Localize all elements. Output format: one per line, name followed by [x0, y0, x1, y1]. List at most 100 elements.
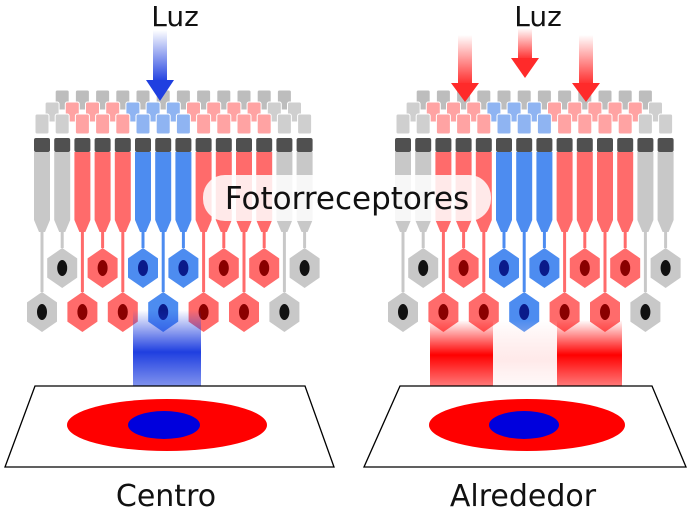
receptor-taper — [34, 220, 50, 232]
receptor-cap — [617, 138, 634, 152]
receptor-cap — [54, 138, 71, 152]
photoreceptor-back — [135, 113, 151, 135]
receptor-nucleus — [600, 304, 610, 320]
center-spot-left — [128, 411, 200, 439]
receptor-outer-segment — [597, 152, 613, 220]
photoreceptor-back — [74, 113, 90, 135]
receptor-outer-segment — [74, 152, 91, 220]
receptor-cap — [516, 138, 533, 152]
receptor-nucleus — [539, 260, 550, 276]
receptor-taper — [536, 220, 553, 232]
light-arrow-icon — [511, 58, 539, 78]
photoreceptor-back — [435, 113, 451, 135]
light-label-right: Luz — [514, 0, 562, 33]
photoreceptors-label-bg — [203, 175, 491, 221]
receptor-nucleus — [660, 260, 671, 276]
receptor-taper — [195, 220, 212, 232]
receptor-taper — [556, 220, 573, 232]
photoreceptor-back — [637, 113, 653, 135]
receptor-cap — [236, 138, 252, 152]
receptor-cap — [536, 138, 553, 152]
receptor-cap — [276, 138, 293, 152]
receptor-outer-segment — [155, 152, 172, 220]
photoreceptor-array-left — [27, 89, 320, 332]
receptor-nucleus — [640, 304, 651, 320]
photoreceptor-back — [95, 113, 111, 135]
photoreceptor-back — [175, 113, 191, 135]
receptor-nucleus — [620, 260, 631, 276]
receptor-outer-segment — [516, 152, 533, 220]
receptor-nucleus — [418, 260, 429, 276]
receptor-nucleus — [519, 304, 530, 320]
receptor-taper — [276, 220, 293, 232]
receptor-taper — [74, 220, 91, 232]
receptor-cap — [94, 138, 111, 152]
receptor-taper — [415, 220, 432, 232]
receptor-taper — [256, 220, 273, 232]
receptor-outer-segment — [536, 152, 553, 220]
receptor-taper — [94, 220, 111, 232]
center-panel: Luz Centro — [4, 0, 335, 510]
receptor-cap — [435, 138, 452, 152]
light-arrow-shaft-1 — [458, 35, 472, 85]
receptor-taper — [475, 220, 492, 232]
receptor-taper — [435, 220, 452, 232]
receptor-taper — [617, 220, 634, 232]
photoreceptor-back — [658, 113, 674, 135]
photoreceptor-back — [496, 113, 512, 135]
receptor-taper — [496, 220, 512, 232]
receptor-taper — [135, 220, 151, 232]
photoreceptor-back — [597, 113, 613, 135]
receptor-cap — [556, 138, 573, 152]
photoreceptor-back — [395, 113, 411, 135]
surround-panel: Luz Alrededor — [362, 0, 687, 510]
receptor-nucleus — [97, 260, 108, 276]
receptor-outer-segment — [54, 152, 71, 220]
receptor-taper — [455, 220, 472, 232]
receptor-nucleus — [559, 304, 570, 320]
receptor-nucleus — [178, 260, 189, 276]
center-label: Centro — [116, 479, 216, 510]
receptor-cap — [597, 138, 613, 152]
receptor-outer-segment — [34, 152, 50, 220]
light-arrow-shaft-left — [153, 30, 167, 82]
receptor-cap — [296, 138, 313, 152]
receptor-cap — [175, 138, 192, 152]
receptor-cap — [195, 138, 212, 152]
receptor-cap — [74, 138, 91, 152]
receptor-cap — [637, 138, 654, 152]
receptor-nucleus — [77, 304, 88, 320]
receptor-taper — [155, 220, 172, 232]
receptor-outer-segment — [496, 152, 512, 220]
receptor-outer-segment — [637, 152, 654, 220]
receptor-nucleus — [57, 260, 68, 276]
receptor-nucleus — [239, 304, 249, 320]
receptor-taper — [395, 220, 411, 232]
light-arrow-shaft-3 — [579, 35, 593, 85]
receptor-nucleus — [259, 260, 270, 276]
photoreceptor-back — [216, 113, 232, 135]
light-arrow-icon — [572, 83, 600, 102]
receptor-cap — [395, 138, 411, 152]
photoreceptor-back — [236, 113, 252, 135]
receptor-cap — [576, 138, 593, 152]
receptor-cap — [415, 138, 432, 152]
receptor-nucleus — [499, 260, 509, 276]
light-arrow-shaft-2 — [518, 28, 532, 60]
center-spot-right — [489, 411, 559, 439]
receptor-outer-segment — [94, 152, 111, 220]
receptor-outer-segment — [617, 152, 634, 220]
photoreceptor-back — [196, 113, 212, 135]
photoreceptor-back — [456, 113, 472, 135]
receptor-outer-segment — [114, 152, 131, 220]
receptor-taper — [296, 220, 313, 232]
receptor-nucleus — [138, 260, 148, 276]
receptor-nucleus — [37, 304, 47, 320]
receptor-outer-segment — [175, 152, 192, 220]
receptor-nucleus — [218, 260, 229, 276]
receptor-outer-segment — [657, 152, 674, 220]
receptor-outer-segment — [135, 152, 151, 220]
receptor-nucleus — [458, 260, 469, 276]
